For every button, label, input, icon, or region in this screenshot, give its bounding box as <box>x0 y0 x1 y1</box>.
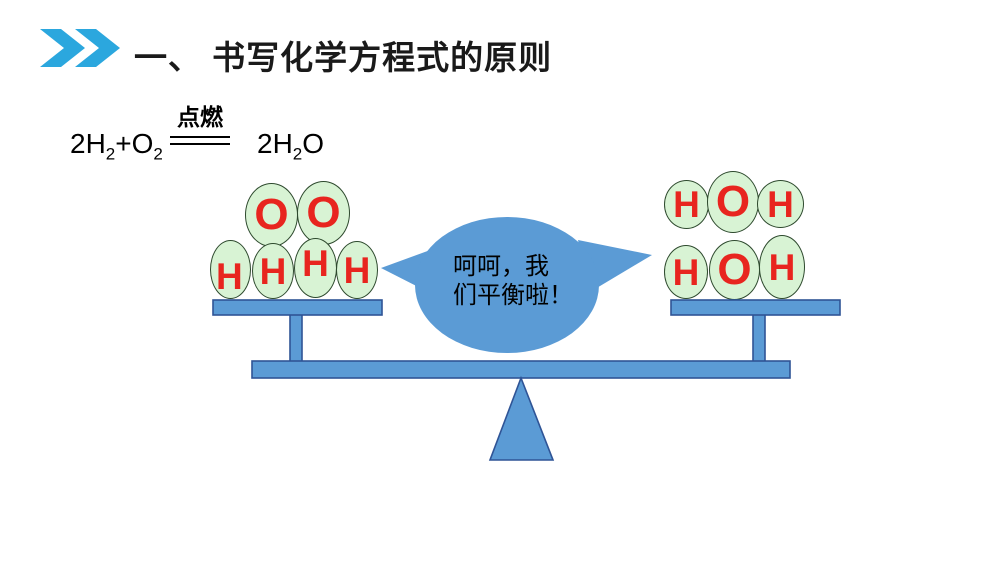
eq-lhs-term2: +O <box>115 128 154 159</box>
atom-hydrogen: H <box>759 235 805 299</box>
bubble-text: 呵呵，我 们平衡啦！ <box>453 252 603 310</box>
atom-label: O <box>715 177 751 226</box>
atom-label: H <box>767 183 794 225</box>
atom-label: O <box>717 245 752 294</box>
eq-lhs-term1: 2H <box>70 128 106 159</box>
atom-hydrogen: H <box>210 240 251 299</box>
chemical-equation: 2H2+O2 点燃 2H2O <box>70 100 370 163</box>
atom-label: O <box>306 188 341 237</box>
eq-rhs-term1: 2H <box>257 128 293 159</box>
atom-label: H <box>673 184 700 225</box>
atom-hydrogen: H <box>336 241 378 299</box>
atom-label: O <box>254 190 289 239</box>
atom-label: H <box>259 250 287 292</box>
eq-rhs-sub1: 2 <box>292 144 303 164</box>
atom-hydrogen: H <box>757 180 804 228</box>
atom-oxygen: O <box>709 240 760 300</box>
fulcrum-triangle <box>488 375 555 461</box>
atom-oxygen: O <box>297 181 350 245</box>
atom-label: H <box>768 246 796 288</box>
atom-oxygen: O <box>245 183 298 247</box>
equals-double-line-icon <box>170 136 230 145</box>
eq-rhs-term2: O <box>302 128 325 159</box>
atom-oxygen: O <box>707 171 759 233</box>
atom-label: H <box>302 243 329 284</box>
chevron-2 <box>75 29 120 67</box>
atom-hydrogen: H <box>664 245 708 299</box>
left-pan-platform <box>212 299 383 316</box>
atom-label: H <box>672 251 700 293</box>
chevron-1 <box>40 29 85 67</box>
right-pan-platform <box>670 299 841 316</box>
eq-lhs-sub1: 2 <box>105 144 116 164</box>
atom-hydrogen: H <box>252 243 294 299</box>
page-title: 一、 书写化学方程式的原则 <box>134 39 553 76</box>
equation-lhs: 2H2+O2 <box>70 128 163 163</box>
atom-label: H <box>343 249 371 291</box>
eq-lhs-sub2: 2 <box>153 144 163 164</box>
bubble-line-2: 们平衡啦！ <box>453 282 573 309</box>
equation-rhs: 2H2O <box>257 128 325 163</box>
double-chevron-icon <box>40 29 120 67</box>
ignite-label: 点燃 <box>177 104 223 130</box>
atom-label: H <box>216 256 243 297</box>
atom-hydrogen: H <box>664 180 709 229</box>
atom-hydrogen: H <box>294 238 337 298</box>
bubble-body <box>415 217 599 353</box>
equation-condition: 点燃 <box>170 102 230 150</box>
bubble-line-1: 呵呵，我 <box>453 253 549 280</box>
